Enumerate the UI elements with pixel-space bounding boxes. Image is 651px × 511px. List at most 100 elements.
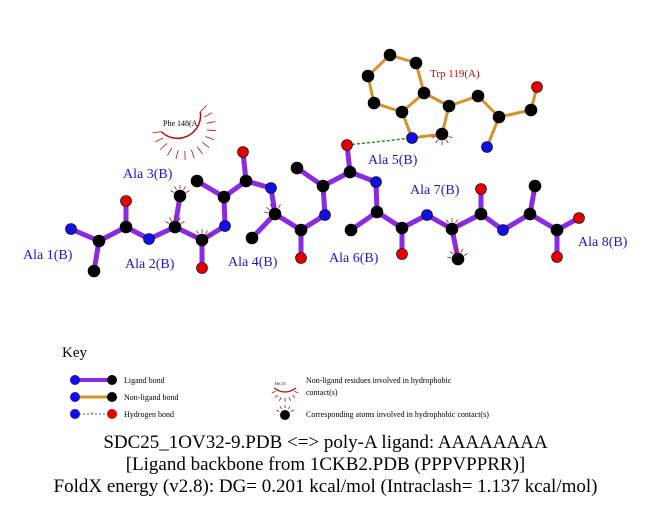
oxygen-atom xyxy=(295,252,307,264)
carbon-atom xyxy=(471,89,485,103)
carbon-atom xyxy=(344,223,358,237)
carbon-atom xyxy=(523,207,537,221)
hydrophobic-ray xyxy=(205,230,208,235)
nitrogen-atom xyxy=(319,209,331,221)
hydrophobic-ray xyxy=(271,391,276,394)
carbon-atom xyxy=(435,127,449,141)
residue-label-ala2: Ala 2(B) xyxy=(125,257,175,272)
carbon-atom xyxy=(316,179,330,193)
hydrophobic-ray xyxy=(446,219,449,224)
hydrophobic-ray xyxy=(447,256,452,259)
key-hydrogen-bond-label: Hydrogen bond xyxy=(124,410,174,419)
hydrophobic-ray xyxy=(457,223,462,226)
hydrophobic-ray xyxy=(442,223,447,226)
carbon-atom xyxy=(383,48,397,62)
hydrophobic-ray xyxy=(206,121,216,124)
residue-label-ala6: Ala 6(B) xyxy=(329,251,379,266)
hydrophobic-ray xyxy=(190,149,195,159)
hydrophobic-ray xyxy=(160,143,168,150)
nitrogen-atom xyxy=(370,176,382,188)
key-his-example: His 53 xyxy=(275,381,286,386)
hydrophobic-ray xyxy=(460,248,464,253)
residue-label-ala8: Ala 8(B) xyxy=(578,235,628,250)
hydrophobic-ray xyxy=(278,204,281,209)
hydrophobic-ray xyxy=(185,190,190,193)
oxygen-atom xyxy=(341,139,353,151)
residue-label-phe148: Phe 148(A xyxy=(163,119,198,128)
carbon-atom xyxy=(190,174,204,188)
hydrophobic-ray xyxy=(294,391,299,394)
carbon-atom xyxy=(550,223,564,237)
hydrophobic-ray xyxy=(463,253,468,256)
hydrophobic-ray xyxy=(291,394,296,398)
residue-label-ala1: Ala 1(B) xyxy=(23,248,73,263)
hydrophobic-ray xyxy=(178,217,181,222)
oxygen-atom xyxy=(396,248,408,260)
key-hydrogen-bond: 3.0 Hydrogen bond xyxy=(70,409,174,419)
hydrophobic-ray xyxy=(445,139,449,144)
nitrogen-atom xyxy=(219,220,231,232)
hydrophobic-ray xyxy=(204,112,213,118)
hydrogen-bond xyxy=(346,137,413,146)
oxygen-atom xyxy=(573,212,585,224)
hydrophobic-ray xyxy=(269,203,273,208)
carbon-atom xyxy=(445,222,459,236)
oxygen-atom xyxy=(475,183,487,195)
carbon-atom xyxy=(87,264,101,278)
carbon-atom xyxy=(367,96,381,110)
carbon-atom xyxy=(268,207,282,221)
footer-title: SDC25_1OV32-9.PDB <=> poly-A ligand: AAA… xyxy=(103,432,548,453)
hydrophobic-ray xyxy=(290,409,294,412)
carbon-atom xyxy=(217,190,231,204)
oxygen-atom xyxy=(531,81,543,93)
hydrophobic-ray xyxy=(207,234,212,237)
nitrogen-atom xyxy=(143,233,155,245)
nitrogen-atom xyxy=(65,223,77,235)
nitrogen-atom xyxy=(421,209,433,221)
hydrophobic-ray xyxy=(180,221,185,224)
hydrophobic-ray xyxy=(167,147,173,156)
carbon-atom xyxy=(474,207,488,221)
key-hbond-distance: 3.0 xyxy=(90,411,94,415)
hydrophobic-ray xyxy=(169,217,172,222)
footer-backbone: [Ligand backbone from 1CKB2.PDB (PPPVPPR… xyxy=(125,454,526,475)
key-corresponding-atoms: Corresponding atoms involved in hydropho… xyxy=(276,405,489,420)
key-ligand-bond-label: Ligand bond xyxy=(124,376,165,385)
hydrophobic-ray xyxy=(175,150,179,160)
carbon-atom xyxy=(395,105,409,119)
footer-energy: FoldX energy (v2.8): DG= 0.201 kcal/mol … xyxy=(53,476,598,497)
hydrophobic-ray xyxy=(152,131,162,134)
carbon-atom xyxy=(343,165,357,179)
hydrophobic-ray xyxy=(455,248,458,253)
hydrophobic-ray xyxy=(183,186,186,191)
residue-label-ala5: Ala 5(B) xyxy=(368,153,418,168)
key-corresponding-atoms-label: Corresponding atoms involved in hydropho… xyxy=(306,410,489,419)
carbon-atom xyxy=(442,99,456,113)
carbon-atom xyxy=(294,223,308,237)
hydrophobic-ray xyxy=(170,190,175,193)
hydrophobic-ray xyxy=(274,394,279,398)
carbon-atom xyxy=(395,221,409,235)
hydrophobic-ray xyxy=(279,397,282,402)
carbon-atom xyxy=(451,252,465,266)
hydrophobic-ray xyxy=(266,206,270,211)
hydrophobic-ray xyxy=(455,219,458,224)
key-nonligand-hydrophobic: His 53 Non-ligand residues involved in h… xyxy=(271,376,452,402)
hydrophobic-ray xyxy=(264,211,269,214)
hydrophobic-ray xyxy=(174,186,177,191)
carbon-atom xyxy=(409,56,423,70)
hydrophobic-ray xyxy=(431,136,436,139)
hydrophobic-ray xyxy=(199,105,207,113)
residue-label-ala3: Ala 3(B) xyxy=(123,167,173,182)
carbon-atom xyxy=(92,234,106,248)
hydrophobic-ray xyxy=(449,250,454,255)
hydrophobic-ray xyxy=(206,129,216,132)
key-title: Key xyxy=(62,345,87,361)
hydrophobic-ray xyxy=(196,230,199,235)
hydrophobic-ray xyxy=(288,397,291,402)
carbon-atom xyxy=(417,86,431,100)
carbon-atom xyxy=(168,220,182,234)
hydrophobic-ray xyxy=(205,136,214,141)
